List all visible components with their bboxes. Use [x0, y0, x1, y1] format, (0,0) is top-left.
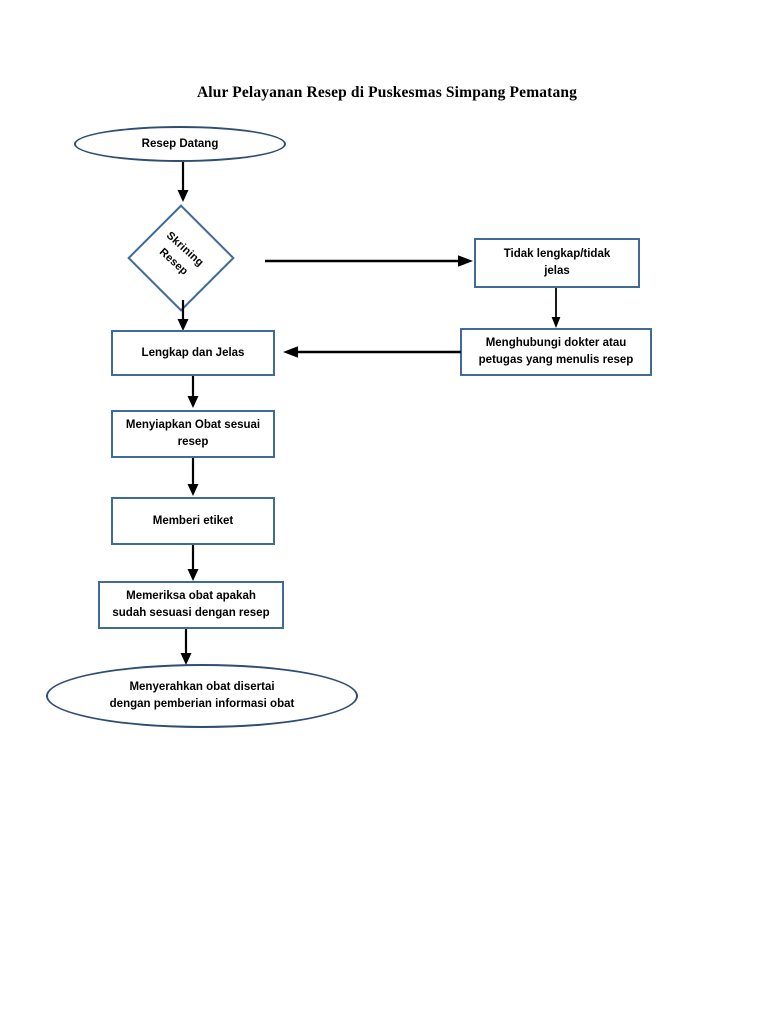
connector-menghubungi-to-lengkap: [283, 344, 461, 360]
node-label: Menyiapkan Obat sesuai resep: [125, 419, 261, 448]
connector-menyiapkan-to-etiket: [185, 458, 201, 498]
connector-etiket-to-memeriksa: [185, 545, 201, 583]
node-menghubungi-dokter[interactable]: Menghubungi dokter atau petugas yang men…: [460, 328, 652, 376]
node-label: Tidak lengkap/tidak jelas: [503, 248, 611, 277]
connector-skrining-to-lengkap: [175, 300, 191, 332]
node-memberi-etiket[interactable]: Memberi etiket: [111, 497, 275, 545]
node-memeriksa-obat[interactable]: Memeriksa obat apakah sudah sesuasi deng…: [98, 581, 284, 629]
node-label: Menyerahkan obat disertai dengan pemberi…: [109, 681, 295, 710]
node-label: Memberi etiket: [152, 514, 234, 527]
page-title: Alur Pelayanan Resep di Puskesmas Simpan…: [196, 84, 578, 101]
connector-lengkap-to-menyiapkan: [185, 376, 201, 410]
node-label: Menghubungi dokter atau petugas yang men…: [478, 337, 634, 366]
connector-resep-datang-to-skrining: [175, 162, 191, 204]
connector-tidak-lengkap-to-menghubungi: [549, 288, 563, 330]
node-label: Memeriksa obat apakah sudah sesuasi deng…: [112, 590, 270, 619]
node-menyiapkan-obat[interactable]: Menyiapkan Obat sesuai resep: [111, 410, 275, 458]
connector-skrining-to-tidak-lengkap: [265, 253, 475, 269]
node-label: Resep Datang: [141, 137, 219, 150]
node-menyerahkan-obat[interactable]: Menyerahkan obat disertai dengan pemberi…: [46, 664, 358, 728]
node-lengkap-dan-jelas[interactable]: Lengkap dan Jelas: [111, 330, 275, 376]
node-tidak-lengkap-tidak-jelas[interactable]: Tidak lengkap/tidak jelas: [474, 238, 640, 288]
connector-memeriksa-to-menyerahkan: [178, 629, 194, 667]
node-label: Lengkap dan Jelas: [141, 346, 245, 359]
node-resep-datang[interactable]: Resep Datang: [74, 126, 286, 162]
node-skrining-resep[interactable]: Skrining Resep: [127, 204, 235, 312]
